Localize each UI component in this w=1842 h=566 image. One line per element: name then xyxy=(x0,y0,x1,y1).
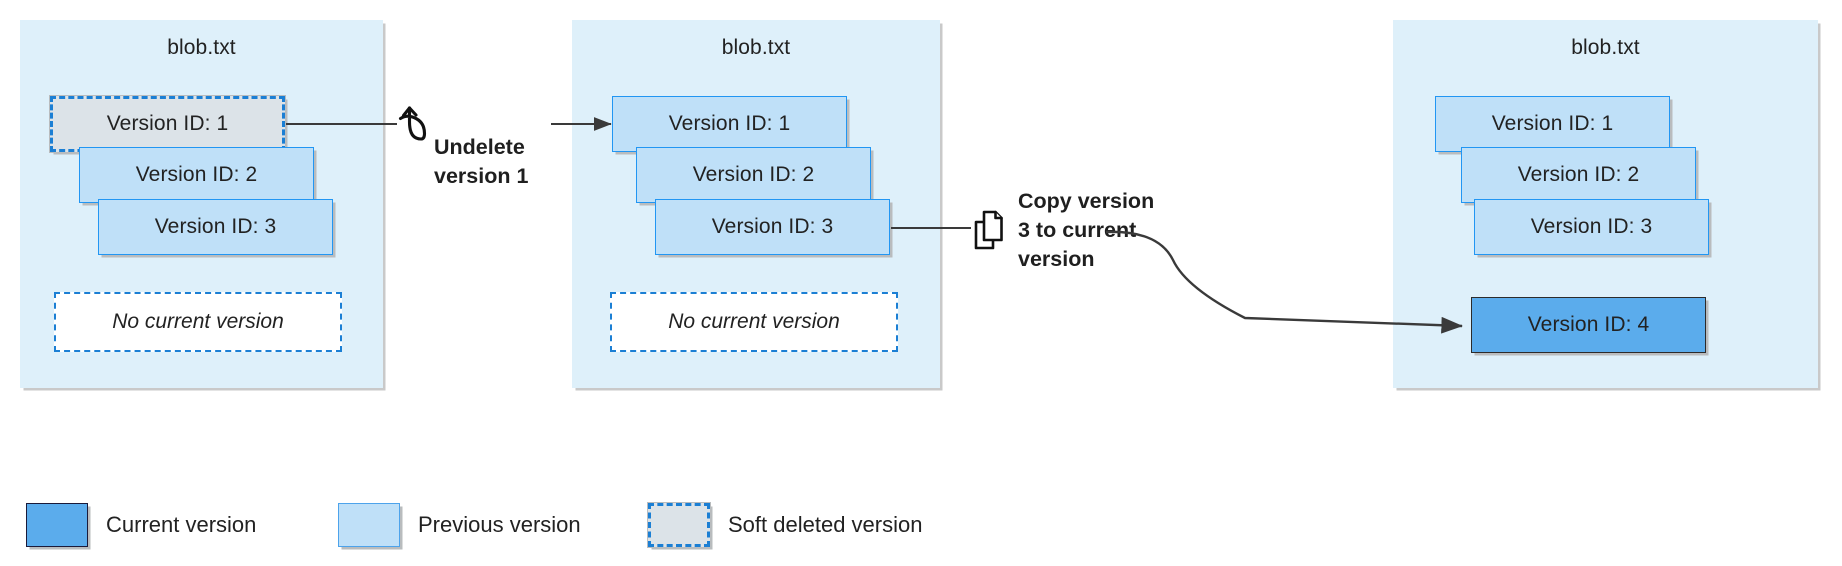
panel-2-version-card-2[interactable]: Version ID: 2 xyxy=(636,147,871,203)
panel-2-version-label-1: Version ID: 1 xyxy=(668,112,791,135)
copy-annotation-text: Copy version 3 to current version xyxy=(1018,189,1155,271)
legend-label-soft-deleted-version: Soft deleted version xyxy=(728,512,923,537)
panel-3-version-label-1: Version ID: 1 xyxy=(1491,112,1614,135)
panel-2-no-current-version-label: No current version xyxy=(668,310,840,333)
panel-1-version-label-1: Version ID: 1 xyxy=(106,112,229,135)
panel-3-version-label-2: Version ID: 2 xyxy=(1517,163,1640,186)
panel-3-version-card-3[interactable]: Version ID: 3 xyxy=(1474,199,1709,255)
panel-1-no-current-version: No current version xyxy=(54,292,342,352)
copy-icon xyxy=(974,210,1003,250)
legend-label-current-version: Current version xyxy=(106,512,257,537)
panel-2-no-current-version: No current version xyxy=(610,292,898,352)
legend-swatch-soft-deleted-version xyxy=(647,502,711,548)
panel-1-version-card-2[interactable]: Version ID: 2 xyxy=(79,147,314,203)
copy-annotation-label: Copy version 3 to current version xyxy=(1018,158,1178,274)
undo-icon xyxy=(398,106,427,141)
panel-2-version-card-1[interactable]: Version ID: 1 xyxy=(612,96,847,152)
panel-3-version-card-2[interactable]: Version ID: 2 xyxy=(1461,147,1696,203)
panel-1-version-card-1[interactable]: Version ID: 1 xyxy=(49,95,286,153)
panel-2-version-card-3[interactable]: Version ID: 3 xyxy=(655,199,890,255)
panel-1-version-label-3: Version ID: 3 xyxy=(154,215,277,238)
panel-1-version-label-2: Version ID: 2 xyxy=(135,163,258,186)
legend-label-previous-version: Previous version xyxy=(418,512,581,537)
panel-3-version-label-3: Version ID: 3 xyxy=(1530,215,1653,238)
panel-3-version-card-4[interactable]: Version ID: 4 xyxy=(1471,297,1706,353)
panel-3-title: blob.txt xyxy=(1571,36,1640,59)
panel-2-version-label-2: Version ID: 2 xyxy=(692,163,815,186)
legend-item-previous-version: Previous version xyxy=(338,503,581,547)
legend-swatch-previous-version xyxy=(338,503,400,547)
panel-1-no-current-version-label: No current version xyxy=(112,310,284,333)
panel-1-version-card-3[interactable]: Version ID: 3 xyxy=(98,199,333,255)
panel-2-version-label-3: Version ID: 3 xyxy=(711,215,834,238)
panel-1-title: blob.txt xyxy=(167,36,236,59)
panel-2-title: blob.txt xyxy=(721,36,791,59)
panel-3-version-label-4: Version ID: 4 xyxy=(1527,313,1650,336)
panel-3-version-card-1[interactable]: Version ID: 1 xyxy=(1435,96,1670,152)
legend-swatch-current-version xyxy=(26,503,88,547)
legend-item-current-version: Current version xyxy=(26,503,256,547)
legend-item-soft-deleted-version: Soft deleted version xyxy=(647,502,923,548)
undelete-annotation-text: Undelete version 1 xyxy=(434,135,529,188)
undelete-annotation-label: Undelete version 1 xyxy=(434,104,564,191)
